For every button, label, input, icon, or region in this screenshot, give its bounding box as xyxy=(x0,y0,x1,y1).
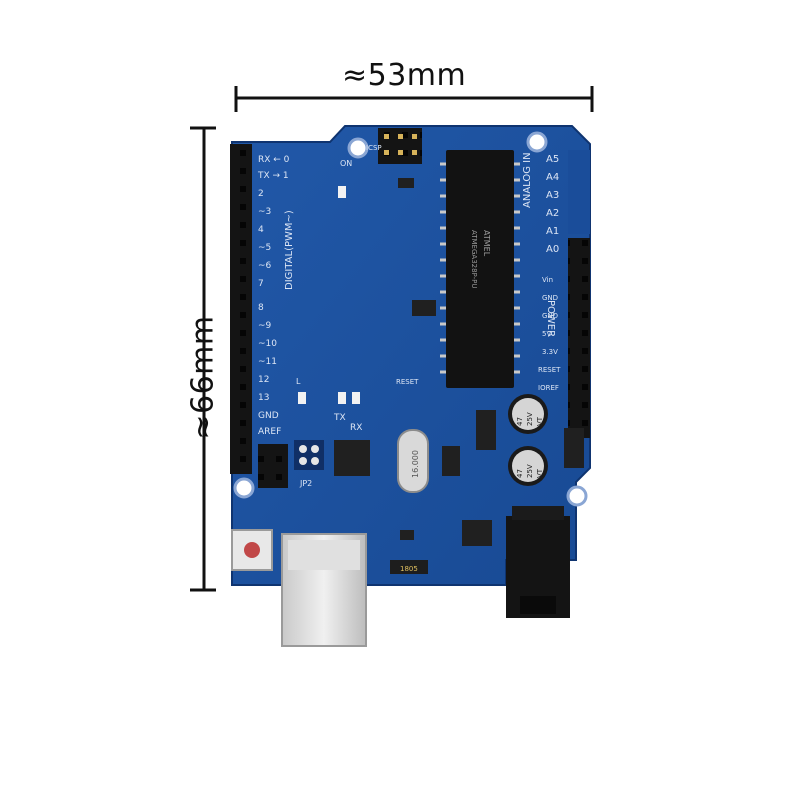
svg-text:2: 2 xyxy=(258,189,264,199)
svg-text:7: 7 xyxy=(258,279,264,289)
width-dimension-line xyxy=(234,86,594,112)
svg-text:A1: A1 xyxy=(546,226,559,237)
width-dimension-label: ≈53mm xyxy=(342,58,467,93)
jumper-pad xyxy=(294,440,324,470)
svg-text:~9: ~9 xyxy=(258,321,272,331)
crystal-label: 16.000 xyxy=(411,450,420,478)
svg-text:12: 12 xyxy=(258,375,269,385)
svg-text:GND: GND xyxy=(258,411,279,421)
svg-text:~5: ~5 xyxy=(258,243,271,253)
l-led-label: L xyxy=(296,377,301,386)
svg-text:Vin: Vin xyxy=(542,276,553,284)
reset-button xyxy=(231,529,273,571)
cap2-series: VT xyxy=(536,468,544,478)
svg-text:A5: A5 xyxy=(546,154,559,165)
svg-text:RESET: RESET xyxy=(538,366,561,374)
rx-led-label: RX xyxy=(350,423,362,433)
icsp-header xyxy=(378,128,422,164)
chip-marking: ATMEL ATMEGA328P-PU xyxy=(470,230,491,289)
dc-power-jack xyxy=(506,506,570,618)
svg-text:ATMEGA328P-PU: ATMEGA328P-PU xyxy=(470,230,478,289)
capacitor-1 xyxy=(508,394,548,434)
power-pin-labels: Vin GND GND 5V 3.3V RESET IOREF xyxy=(538,276,561,392)
cap1-value: 47 xyxy=(516,417,524,426)
leds xyxy=(298,186,360,404)
icsp-label: ICSP xyxy=(366,144,382,152)
svg-text:~3: ~3 xyxy=(258,207,271,217)
atmega-chip xyxy=(446,150,514,388)
svg-text:A3: A3 xyxy=(546,190,559,201)
jp2-header xyxy=(258,444,288,488)
svg-text:4: 4 xyxy=(258,225,264,235)
capacitor-2 xyxy=(508,446,548,486)
svg-text:~11: ~11 xyxy=(258,357,277,367)
smd-components xyxy=(334,178,584,574)
digital-header xyxy=(230,144,252,474)
cap2-value: 47 xyxy=(516,469,524,478)
svg-text:8: 8 xyxy=(258,303,264,313)
svg-text:~10: ~10 xyxy=(258,339,277,349)
cap2-voltage: 25V xyxy=(526,464,534,478)
svg-text:AREF: AREF xyxy=(258,427,281,437)
svg-text:13: 13 xyxy=(258,393,269,403)
analog-power-header xyxy=(568,238,590,438)
reset-label: RESET xyxy=(396,378,419,386)
svg-text:A4: A4 xyxy=(546,172,559,183)
svg-text:A2: A2 xyxy=(546,208,559,219)
svg-text:RX ← 0: RX ← 0 xyxy=(258,155,290,165)
jp2-label: JP2 xyxy=(299,479,312,488)
usb-b-connector xyxy=(281,533,367,647)
svg-text:ATMEL: ATMEL xyxy=(482,230,491,257)
mounting-holes xyxy=(233,131,588,507)
chip-legs xyxy=(440,162,520,374)
resistor-label: 1805 xyxy=(400,565,418,573)
svg-text:GND: GND xyxy=(542,294,558,302)
analog-header-top xyxy=(568,150,590,234)
cap1-voltage: 25V xyxy=(526,412,534,426)
crystal-oscillator xyxy=(397,429,429,493)
cap1-series: VT xyxy=(536,416,544,426)
height-dimension-line xyxy=(190,126,216,592)
icsp-pins xyxy=(384,134,417,155)
digital-pin-labels: RX ← 0 TX → 1 2 ~3 4 ~5 ~6 7 8 ~9 ~10 ~1… xyxy=(257,155,290,437)
svg-text:IOREF: IOREF xyxy=(538,384,559,392)
svg-text:TX → 1: TX → 1 xyxy=(257,171,289,181)
svg-text:~6: ~6 xyxy=(258,261,272,271)
analog-label: ANALOG IN xyxy=(522,152,533,208)
power-label: POWER xyxy=(545,300,556,337)
digital-label: DIGITAL(PWM~) xyxy=(284,210,295,290)
svg-text:GND: GND xyxy=(542,312,558,320)
svg-text:A0: A0 xyxy=(546,244,559,255)
analog-pin-labels: A5 A4 A3 A2 A1 A0 xyxy=(546,154,559,255)
on-led-label: ON xyxy=(340,159,352,168)
svg-text:3.3V: 3.3V xyxy=(542,348,558,356)
svg-text:5V: 5V xyxy=(542,330,551,338)
tx-led-label: TX xyxy=(333,413,346,423)
